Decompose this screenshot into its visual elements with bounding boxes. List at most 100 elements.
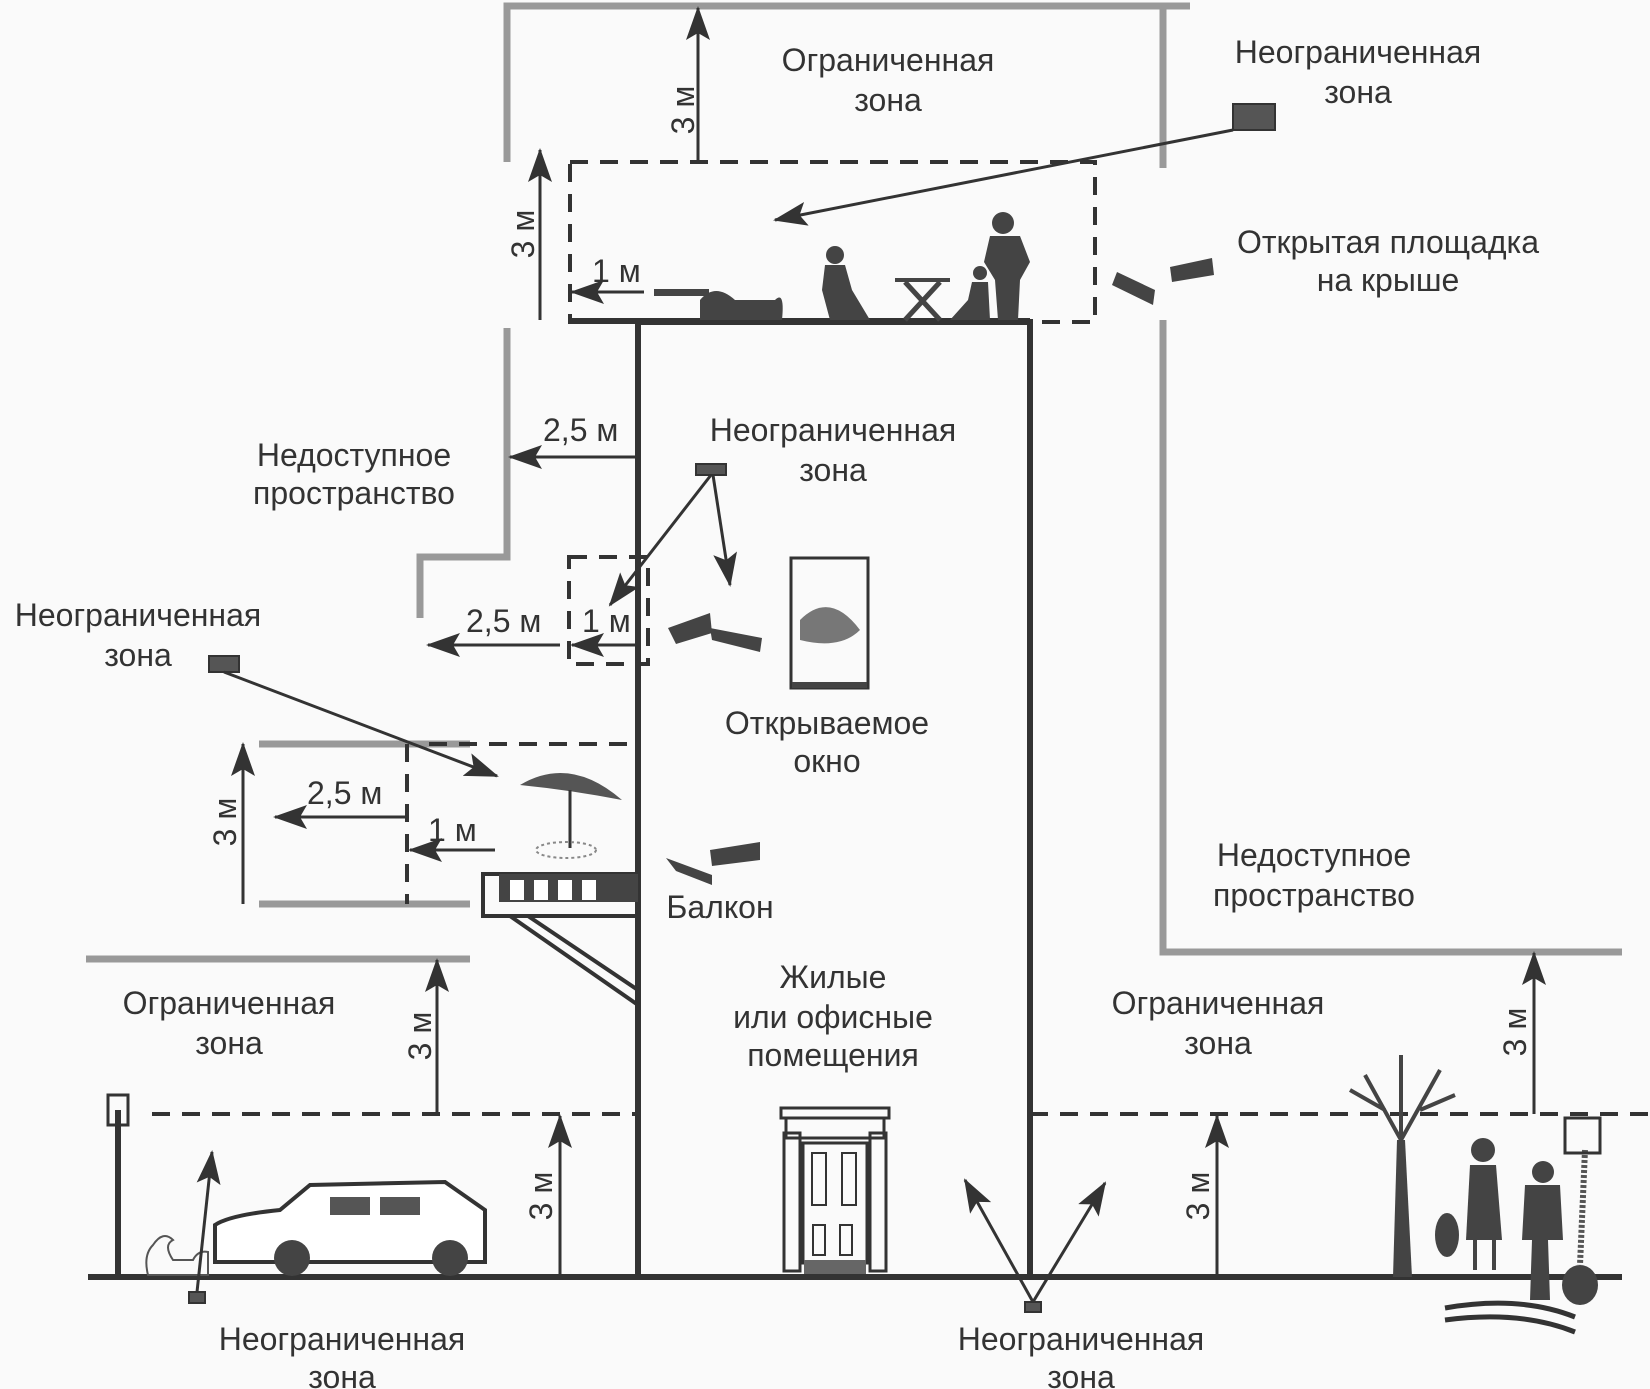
suitcase-icon	[1562, 1265, 1598, 1305]
sitting-person-icon	[822, 265, 870, 320]
child-head	[973, 266, 987, 280]
label-right-restricted-height: 3 м	[1497, 1008, 1533, 1057]
woman-head	[1471, 1138, 1495, 1162]
umbrella-icon	[520, 773, 622, 800]
label-balcony: Балкон	[666, 889, 773, 925]
door-column-right	[868, 1131, 888, 1273]
man-icon	[1522, 1185, 1563, 1300]
sight-arrow-window	[711, 474, 737, 587]
sight-arrow-balcony	[223, 670, 499, 778]
label-window-offset: 2,5 м	[466, 603, 541, 639]
tree-trunk	[1393, 1140, 1412, 1277]
car-window	[380, 1197, 420, 1215]
table-legs-icon	[903, 280, 942, 322]
car-wheel	[432, 1240, 468, 1276]
window	[789, 556, 870, 690]
window-marker-icon	[668, 613, 712, 644]
left-step-boundary	[416, 328, 511, 618]
man-head	[1532, 1161, 1554, 1183]
tree-icon	[1349, 1055, 1456, 1141]
door-panel	[812, 1224, 826, 1256]
sight-arrow-center-left	[963, 1178, 1035, 1303]
window-marker-icon	[710, 628, 762, 652]
balcony-marker-icon	[666, 858, 712, 885]
label-balcony-offset: 2,5 м	[307, 775, 382, 811]
label-right-ground-height: 3 м	[1180, 1172, 1216, 1221]
door-lintel	[784, 1116, 886, 1140]
door-panel	[811, 1152, 827, 1206]
label-roof-top-height: 3 м	[665, 86, 701, 135]
door-step	[804, 1260, 866, 1274]
cat-icon	[145, 1235, 209, 1276]
sight-arrow-ground-left	[195, 1150, 221, 1293]
stop-sign-icon	[1563, 1116, 1602, 1155]
standing-person-icon	[984, 236, 1030, 320]
balcony-marker-icon	[710, 842, 760, 866]
label-left-restricted-height: 3 м	[402, 1012, 438, 1061]
telescope-icon	[654, 289, 709, 296]
car-window	[330, 1197, 370, 1215]
sight-arrow-center-right	[1031, 1181, 1107, 1303]
roof-marker-icon	[1112, 272, 1155, 305]
camera-icon-bottom-left	[188, 1291, 206, 1304]
label-balcony-height: 3 м	[207, 798, 243, 847]
label-upper-offset: 2,5 м	[543, 412, 618, 448]
child-icon	[950, 282, 990, 320]
table-top-icon	[895, 278, 950, 282]
car-wheel	[274, 1240, 310, 1276]
balcony-brace	[508, 914, 640, 1007]
label-balcony-depth: 1 м	[428, 812, 477, 848]
sight-arrow-roof	[773, 128, 1234, 226]
railing-gap	[558, 880, 572, 900]
sight-lines	[195, 128, 1234, 1303]
camera-icon-bottom-center	[1024, 1301, 1042, 1313]
camera-icon-left	[208, 655, 240, 673]
lying-person-icon	[700, 291, 783, 320]
direction-markers	[666, 258, 1214, 885]
roof-marker-icon	[1170, 258, 1214, 282]
pavement-curve-icon	[1444, 1300, 1576, 1335]
top-boundary	[503, 2, 1190, 162]
woman-legs	[1473, 1240, 1496, 1270]
window-zone	[567, 555, 650, 666]
street-scene	[106, 1055, 1602, 1335]
door-panel	[839, 1224, 853, 1256]
railing-gap	[534, 880, 548, 900]
window-sill	[792, 682, 867, 688]
restricted-boundaries	[86, 2, 1622, 963]
railing-gap	[510, 880, 524, 900]
label-window-depth: 1 м	[582, 603, 631, 639]
balcony-brace	[526, 914, 640, 992]
right-step-boundary	[1159, 320, 1622, 956]
sign-post-icon	[1577, 1149, 1588, 1266]
balcony	[481, 773, 640, 1007]
label-left-ground-height: 3 м	[523, 1172, 559, 1221]
rooftop-people-icon	[654, 212, 1030, 322]
camera-icon-mid	[695, 463, 727, 476]
shopping-bag-icon	[1435, 1213, 1459, 1257]
balcony-table-icon	[535, 841, 597, 859]
sitting-person-head	[826, 246, 844, 264]
camera-icon-top-right	[1232, 103, 1276, 131]
dimension-arrows	[231, 6, 1546, 1277]
woman-icon	[1466, 1165, 1502, 1240]
entrance-door	[779, 1106, 891, 1274]
label-roof-offset: 1 м	[592, 253, 641, 289]
door-column-left	[782, 1131, 802, 1273]
